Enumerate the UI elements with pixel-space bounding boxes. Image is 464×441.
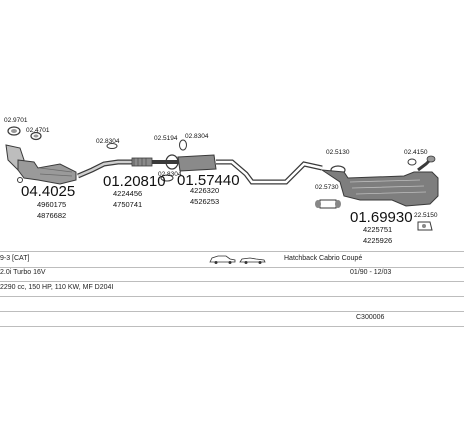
part-label-4225751: 4225751: [363, 225, 393, 234]
part-label-02-8304-a[interactable]: 02.8304: [96, 138, 120, 145]
rear-hanger: [417, 221, 433, 231]
years-text: 01/90 - 12/03: [350, 269, 392, 276]
body-type-text: Hatchback Cabrio Coupé: [284, 255, 363, 262]
part-label-02-9701[interactable]: 02.9701: [4, 117, 28, 124]
info-row-code: C300006: [0, 311, 464, 327]
part-label-02-5130[interactable]: 02.5130: [326, 149, 350, 156]
rear-silencer: [321, 155, 439, 207]
part-label-02-8304-c[interactable]: 02.8304: [185, 133, 209, 140]
part-label-4226320: 4226320: [190, 186, 220, 195]
info-row-specs: 2290 cc, 150 HP, 110 KW, MF D204I: [0, 281, 464, 297]
centre-silencer: [152, 139, 217, 182]
front-pipe: [77, 143, 153, 179]
part-label-22-5150[interactable]: 22.5150: [414, 212, 438, 219]
part-label-02-5194[interactable]: 02.5194: [154, 135, 178, 142]
part-label-02-4701[interactable]: 02.4701: [26, 127, 50, 134]
catalog-code-text: C300006: [356, 314, 385, 321]
engine-text: 2.0i Turbo 16V: [0, 269, 46, 276]
part-label-4876682: 4876682: [37, 211, 67, 220]
info-row-model: 9-3 [CAT] Hatchback Cabrio Coupé: [0, 251, 464, 268]
car-body-icons: [209, 255, 266, 264]
part-label-01-20810[interactable]: 01.20810: [103, 173, 166, 190]
part-label-02-5730[interactable]: 02.5730: [315, 184, 339, 191]
part-label-01-57440[interactable]: 01.57440: [177, 172, 240, 189]
info-row-blank: [0, 296, 464, 312]
catalytic-converter: [5, 144, 77, 185]
middle-pipe: [216, 159, 323, 185]
part-label-01-69930[interactable]: 01.69930: [350, 209, 413, 226]
part-label-04-4025[interactable]: 04.4025: [21, 183, 76, 200]
part-label-4750741: 4750741: [113, 200, 143, 209]
clamp-ring-1: [7, 126, 21, 136]
exhaust-system-diagram: [5, 126, 439, 231]
info-row-engine: 2.0i Turbo 16V 01/90 - 12/03: [0, 266, 464, 282]
part-label-02-4150[interactable]: 02.4150: [404, 149, 428, 156]
part-label-4225926: 4225926: [363, 236, 393, 245]
part-label-4224456: 4224456: [113, 189, 143, 198]
part-label-4960175: 4960175: [37, 200, 67, 209]
specs-text: 2290 cc, 150 HP, 110 KW, MF D204I: [0, 284, 114, 291]
part-label-4526253: 4526253: [190, 197, 220, 206]
rear-clamp: [315, 165, 346, 209]
clamp-ring-2: [30, 131, 42, 141]
part-label-02-8304-b[interactable]: 02.8304: [158, 171, 182, 178]
model-text: 9-3 [CAT]: [0, 255, 30, 262]
